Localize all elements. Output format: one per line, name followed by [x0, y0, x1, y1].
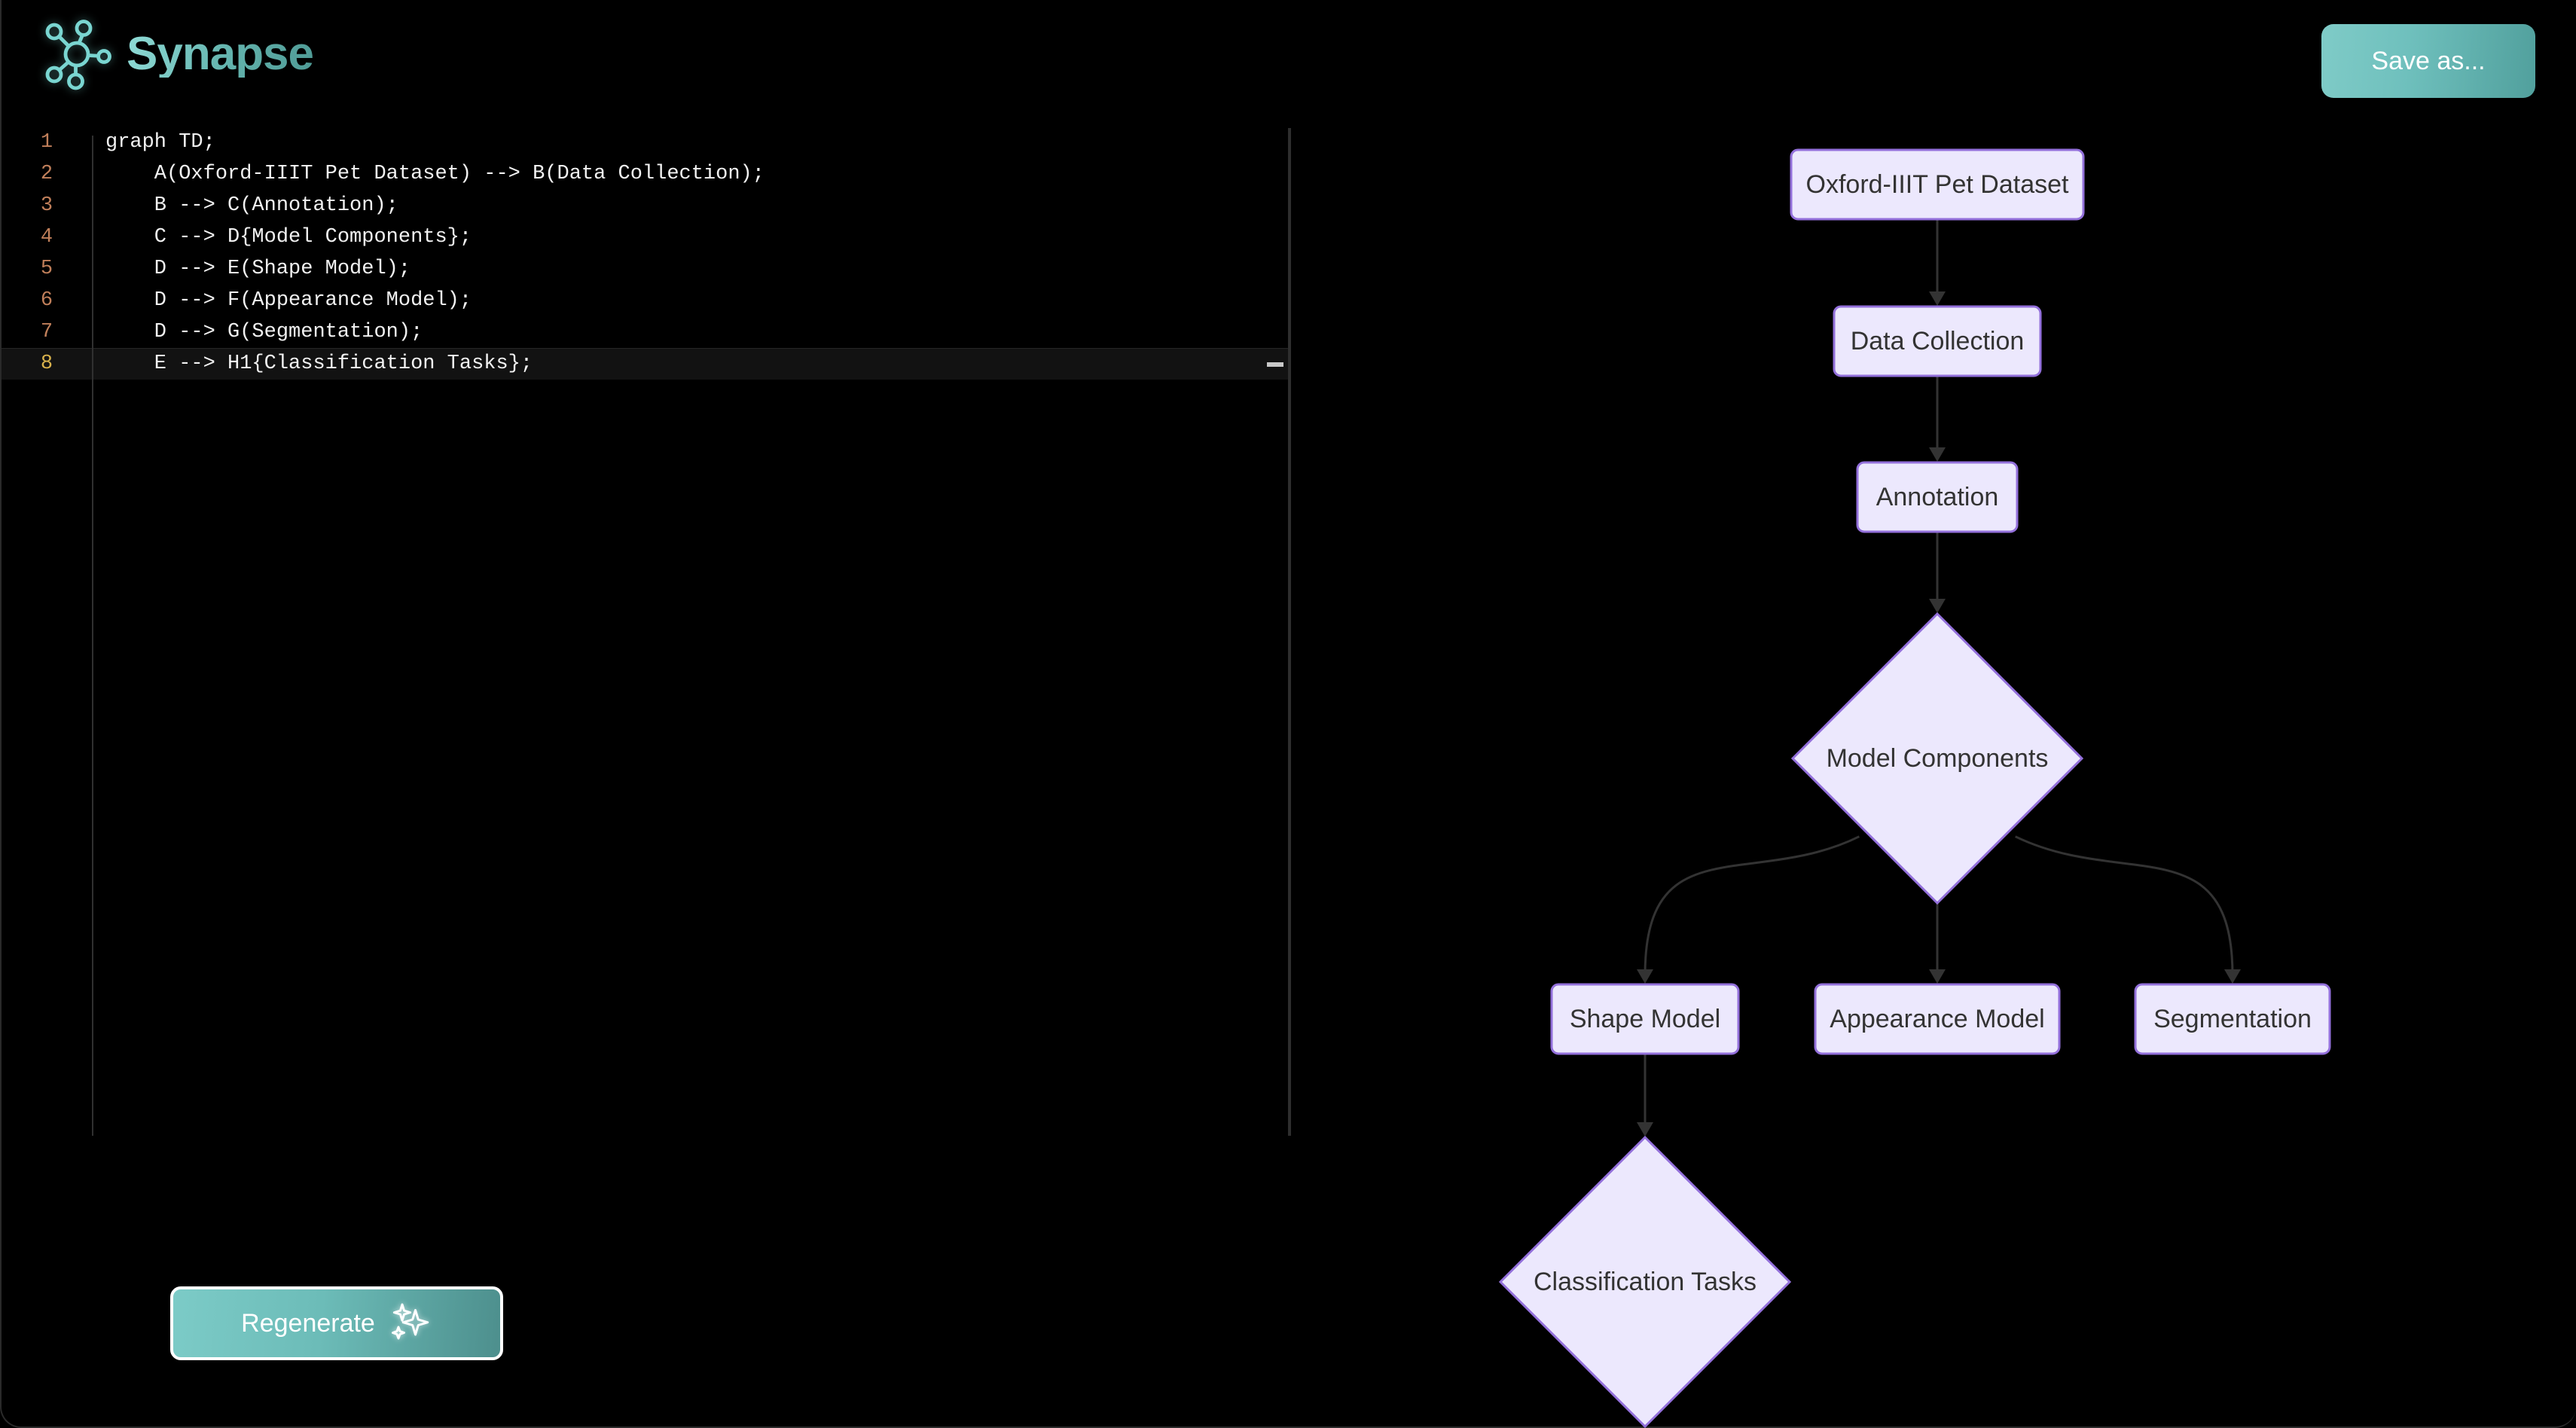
diagram-node[interactable]: Shape Model — [1550, 983, 1740, 1055]
node-shape-rect — [1856, 461, 2019, 533]
node-shape-rect — [1790, 148, 2085, 221]
sparkles-icon — [391, 1303, 429, 1340]
diagram-node[interactable]: Classification Tasks — [1498, 1135, 1792, 1428]
node-label: Annotation — [1876, 483, 1999, 511]
minimap-indicator[interactable] — [1267, 362, 1283, 367]
code-line[interactable]: 3 B --> C(Annotation); — [2, 190, 1291, 221]
code-line[interactable]: 1 graph TD; — [2, 127, 1291, 158]
line-number: 2 — [40, 163, 53, 185]
node-shape-diamond — [1498, 1135, 1792, 1428]
node-label: Model Components — [1827, 744, 2049, 773]
line-number: 8 — [40, 352, 53, 375]
line-number: 5 — [40, 258, 53, 280]
line-text[interactable]: D --> G(Segmentation); — [105, 321, 423, 343]
node-label: Shape Model — [1570, 1005, 1720, 1033]
line-number: 6 — [40, 289, 53, 312]
network-nodes-icon — [45, 20, 111, 90]
edge-D-G — [2015, 835, 2234, 976]
line-text[interactable]: B --> C(Annotation); — [105, 194, 398, 217]
node-shape-rect — [1814, 983, 2061, 1055]
line-text[interactable]: D --> F(Appearance Model); — [105, 289, 472, 312]
arrowhead — [1929, 447, 1946, 462]
line-text[interactable]: E --> H1{Classification Tasks}; — [105, 352, 533, 375]
node-shape-rect — [1833, 305, 2042, 377]
line-number: 7 — [40, 321, 53, 343]
app-header: Synapse Save as... — [2, 0, 2576, 127]
code-lines[interactable]: 1 graph TD; 2 A(Oxford-IIIT Pet Dataset) -… — [2, 127, 1291, 380]
code-line[interactable]: 7 D --> G(Segmentation); — [2, 316, 1291, 348]
diagram-node[interactable]: Data Collection — [1833, 305, 2042, 377]
line-number: 1 — [40, 131, 53, 154]
diagram-node[interactable]: Oxford-IIIT Pet Dataset — [1790, 148, 2085, 221]
line-text[interactable]: graph TD; — [105, 131, 215, 154]
node-label: Appearance Model — [1830, 1005, 2044, 1033]
node-shape-rect — [2134, 983, 2331, 1055]
line-text[interactable]: A(Oxford-IIIT Pet Dataset) --> B(Data Co… — [105, 163, 765, 185]
line-number: 4 — [40, 226, 53, 249]
code-line[interactable]: 4 C --> D{Model Components}; — [2, 221, 1291, 253]
code-editor[interactable]: 1 graph TD; 2 A(Oxford-IIIT Pet Dataset) -… — [2, 127, 1291, 1136]
line-number: 3 — [40, 194, 53, 217]
code-line[interactable]: 5 D --> E(Shape Model); — [2, 253, 1291, 285]
line-text[interactable]: C --> D{Model Components}; — [105, 226, 472, 249]
diagram-node[interactable]: Model Components — [1790, 612, 2084, 905]
edge-D-E — [1644, 835, 1860, 976]
node-label: Data Collection — [1851, 327, 2025, 355]
arrowhead — [1929, 969, 1946, 984]
arrowhead — [1637, 1122, 1653, 1137]
regenerate-label: Regenerate — [241, 1308, 375, 1338]
diagram-node[interactable]: Appearance Model — [1814, 983, 2061, 1055]
code-line[interactable]: 2 A(Oxford-IIIT Pet Dataset) --> B(Data … — [2, 158, 1291, 190]
edge-layer — [1637, 219, 2241, 1137]
diagram-node[interactable]: Segmentation — [2134, 983, 2331, 1055]
app-title: Synapse — [127, 28, 314, 80]
node-label: Oxford-IIIT Pet Dataset — [1806, 170, 2070, 199]
diagram-node[interactable]: Annotation — [1856, 461, 2019, 533]
brand: Synapse — [41, 18, 314, 90]
node-label: Segmentation — [2153, 1005, 2312, 1033]
arrowhead — [1637, 969, 1653, 984]
regenerate-button[interactable]: Regenerate — [170, 1286, 503, 1360]
code-line[interactable]: 8 E --> H1{Classification Tasks}; — [2, 348, 1291, 380]
code-line[interactable]: 6 D --> F(Appearance Model); — [2, 285, 1291, 316]
arrowhead — [1929, 291, 1946, 306]
save-as-button[interactable]: Save as... — [2321, 24, 2535, 98]
arrowhead — [1929, 599, 1946, 613]
pane-divider[interactable] — [1288, 128, 1291, 1136]
node-label: Classification Tasks — [1534, 1268, 1757, 1296]
node-shape-rect — [1550, 983, 1740, 1055]
line-text[interactable]: D --> E(Shape Model); — [105, 258, 411, 280]
editor-gutter-divider — [92, 136, 93, 1136]
node-shape-diamond — [1790, 612, 2084, 905]
arrowhead — [2224, 969, 2241, 984]
